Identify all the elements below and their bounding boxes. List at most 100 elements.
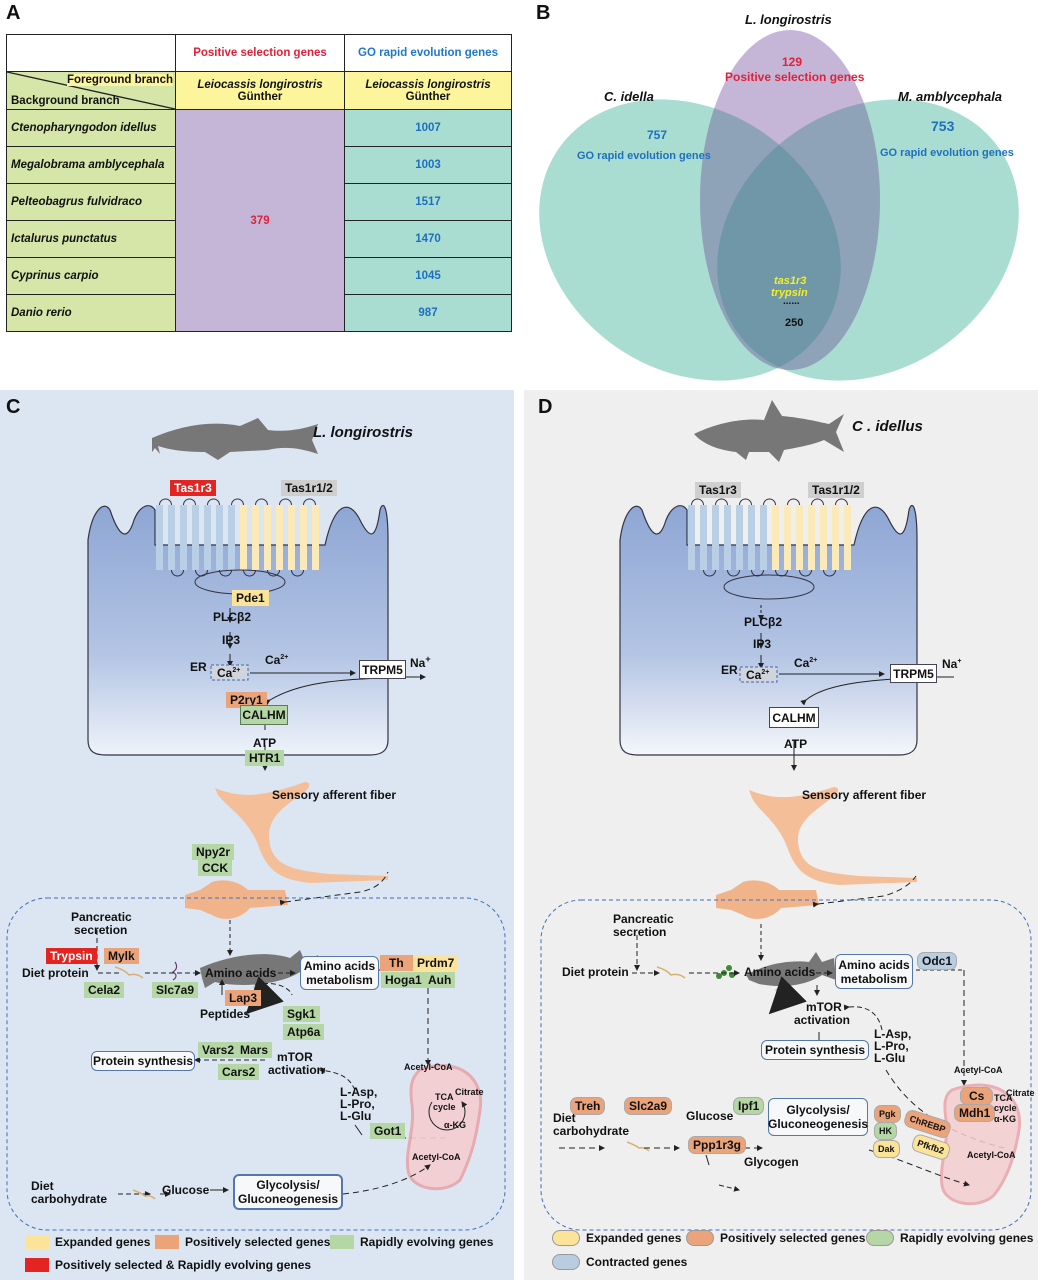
catfish-small-icon xyxy=(200,950,318,988)
gene-got1: Got1 xyxy=(370,1123,406,1139)
transmembrane-helix xyxy=(784,505,791,570)
acetyl-coa-top-label: Acetyl-CoA xyxy=(954,1065,1003,1075)
taste-cell-body xyxy=(87,504,389,756)
helix-loop xyxy=(279,498,292,506)
go-rapid-count: 1470 xyxy=(344,220,512,258)
plcb2-label: PLCβ2 xyxy=(213,610,251,624)
go-rapid-count: 987 xyxy=(344,294,512,332)
gene-tas1r1-2: Tas1r1/2 xyxy=(281,480,337,496)
foreground-branch-label: Foreground branch xyxy=(66,74,173,86)
er-label: ER xyxy=(190,660,207,674)
venn-center-dots: ...... xyxy=(783,296,800,307)
venn-center-gene-trypsin: trypsin xyxy=(771,287,808,299)
legend-ps-and-re: Positively selected & Rapidly evolving g… xyxy=(25,1258,311,1272)
transmembrane-helix xyxy=(808,505,815,570)
transmembrane-helix xyxy=(240,505,247,570)
helix-loop xyxy=(303,498,316,506)
transmembrane-helix xyxy=(748,505,755,570)
gene-p2ry1: P2ry1 xyxy=(226,692,267,708)
go-rapid-count: 1517 xyxy=(344,183,512,221)
mtor-activation-label: activation xyxy=(268,1063,325,1077)
transmembrane-helix xyxy=(820,505,827,570)
glycolysis-box: Glycolysis/Gluconeogenesis xyxy=(233,1174,343,1210)
gene-odc1: Odc1 xyxy=(917,952,958,970)
gene-tas1r1-2: Tas1r1/2 xyxy=(808,482,864,498)
legend-swatch xyxy=(552,1254,580,1270)
gene-tas1r3: Tas1r3 xyxy=(695,482,741,498)
catfish-silhouette-icon xyxy=(152,418,318,460)
citrate-label: Citrate xyxy=(455,1087,484,1097)
secretion-label: secretion xyxy=(74,923,128,937)
amino-acids-label: Amino acids xyxy=(744,965,816,979)
transmembrane-helix xyxy=(228,505,235,570)
species-name-c: L. longirostris xyxy=(313,424,414,441)
species-name-d: C . idellus xyxy=(852,418,923,435)
venn-right-count: 753 xyxy=(931,118,955,134)
receptor-helices xyxy=(688,498,851,577)
diet-protein-label: Diet protein xyxy=(22,966,89,980)
go-rapid-count: 1003 xyxy=(344,146,512,184)
transmembrane-helix xyxy=(832,505,839,570)
transmembrane-helix xyxy=(264,505,271,570)
panel-b-label: B xyxy=(536,2,551,24)
transmembrane-helix xyxy=(312,505,319,570)
col-header-positive-selection: Positive selection genes xyxy=(175,34,345,72)
table-row: Pelteobagrus fulvidraco 1517 xyxy=(6,183,512,221)
amino-acid-list: L-Asp,L-Pro,L-Glu xyxy=(874,1027,912,1065)
gene-count-table: Positive selection genes GO rapid evolut… xyxy=(6,34,512,332)
ca-ion-label: Ca2+ xyxy=(794,656,818,670)
gut-region xyxy=(6,897,506,1231)
er-calcium-store xyxy=(739,666,778,683)
legend-swatch xyxy=(552,1230,580,1246)
venn-left-set-name: C. idella xyxy=(604,89,654,104)
gene-npy2r: Npy2r xyxy=(192,844,235,860)
glucose-label: Glucose xyxy=(686,1109,734,1123)
transmembrane-helix xyxy=(276,505,283,570)
mtor-label: mTOR xyxy=(277,1050,313,1064)
gene-tas1r3: Tas1r3 xyxy=(170,480,216,496)
mtor-activation-label: activation xyxy=(794,1013,851,1027)
gene-vars2: Vars2 xyxy=(198,1042,239,1058)
table-corner-empty xyxy=(6,34,176,72)
protein-synthesis-box: Protein synthesis xyxy=(91,1051,195,1071)
glycogen-label: Glycogen xyxy=(744,1155,799,1169)
positive-selection-count: 379 xyxy=(175,109,345,332)
gene-auh: Auh xyxy=(424,972,456,988)
pancreatic-label: Pancreatic xyxy=(71,910,132,924)
transmembrane-helix xyxy=(156,505,163,570)
gene-cela2: Cela2 xyxy=(84,982,125,998)
atp-label: ATP xyxy=(784,737,808,751)
gene-atp6a: Atp6a xyxy=(283,1024,325,1040)
alpha-kg-label: α-KG xyxy=(444,1120,467,1130)
helix-loop xyxy=(787,498,800,506)
grass-carp-silhouette-icon xyxy=(694,400,844,462)
legend-expanded: Expanded genes xyxy=(25,1235,150,1249)
calhm-channel: CALHM xyxy=(769,707,819,728)
legend-expanded: Expanded genes xyxy=(552,1230,681,1246)
panel-c-label: C xyxy=(6,396,21,418)
gene-pde1: Pde1 xyxy=(232,590,269,606)
species-cell: Pelteobagrus fulvidraco xyxy=(6,183,176,221)
sensory-fiber-label: Sensory afferent fiber xyxy=(272,788,397,802)
table-row: Danio rerio 987 xyxy=(6,294,512,332)
venn-top-desc: Positive selection genes xyxy=(725,70,865,84)
mitochondrion xyxy=(405,1064,483,1191)
gut-region xyxy=(540,899,1032,1231)
panel-d-graphics xyxy=(540,400,1032,1231)
gene-lap3: Lap3 xyxy=(225,990,262,1006)
venn-diagram xyxy=(539,30,1019,381)
gene-htr1: HTR1 xyxy=(245,750,285,766)
transmembrane-helix xyxy=(180,505,187,570)
sensory-neuron xyxy=(215,782,388,883)
transmembrane-helix xyxy=(204,505,211,570)
sodium-ion-label: Na+ xyxy=(942,657,962,671)
transmembrane-helix xyxy=(712,505,719,570)
venn-left-desc: GO rapid evolution genes xyxy=(577,150,711,162)
transmembrane-helix xyxy=(216,505,223,570)
legend-swatch xyxy=(330,1235,354,1249)
legend-contracted: Contracted genes xyxy=(552,1254,687,1270)
gene-slc2a9: Slc2a9 xyxy=(624,1097,673,1115)
